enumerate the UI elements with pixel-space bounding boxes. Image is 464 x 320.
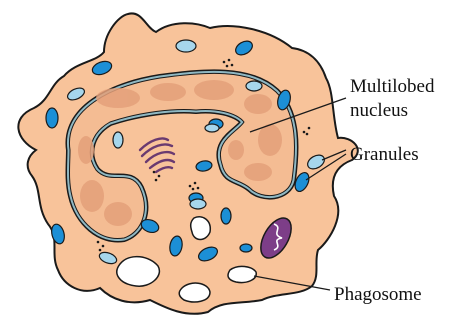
phagosome	[191, 217, 211, 240]
granule	[46, 108, 58, 128]
granule	[113, 132, 123, 148]
granule	[190, 199, 206, 209]
label-phagosome: Phagosome	[334, 284, 422, 305]
phagosome	[117, 257, 160, 287]
granule	[240, 244, 252, 252]
label-multilobed: Multilobed	[350, 76, 435, 97]
granule	[246, 81, 262, 91]
label-granules: Granules	[350, 144, 419, 165]
phagosome	[228, 266, 256, 282]
granule	[221, 208, 231, 224]
granule	[176, 40, 196, 52]
phagosome	[179, 283, 210, 302]
label-nucleus: nucleus	[350, 100, 408, 121]
granule	[205, 124, 219, 132]
